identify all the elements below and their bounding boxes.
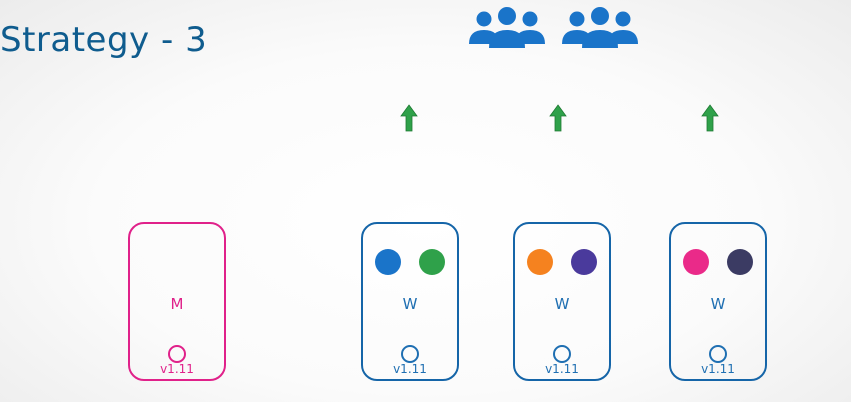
worker-node-version: v1.11 (701, 362, 735, 376)
pod-icon (571, 249, 597, 275)
pod-icon (683, 249, 709, 275)
pod-icon (375, 249, 401, 275)
worker-node-version: v1.11 (545, 362, 579, 376)
master-node: M v1.11 (128, 222, 226, 381)
worker-node-2: W v1.11 (513, 222, 611, 381)
pod-icon (419, 249, 445, 275)
pod-icon (727, 249, 753, 275)
kubelet-icon (168, 345, 186, 363)
up-arrow-icon (400, 104, 418, 132)
worker-node-label: W (402, 295, 418, 313)
page-title: Strategy - 3 (0, 20, 208, 60)
worker-node-3: W v1.11 (669, 222, 767, 381)
users-group-icon (469, 7, 638, 48)
worker-node-version: v1.11 (393, 362, 427, 376)
up-arrow-icon (701, 104, 719, 132)
pod-icon (527, 249, 553, 275)
kubelet-icon (553, 345, 571, 363)
up-arrow-icon (549, 104, 567, 132)
master-node-version: v1.11 (160, 362, 194, 376)
worker-node-1: W v1.11 (361, 222, 459, 381)
master-node-label: M (170, 295, 184, 313)
worker-node-label: W (710, 295, 726, 313)
kubelet-icon (401, 345, 419, 363)
worker-node-label: W (554, 295, 570, 313)
kubelet-icon (709, 345, 727, 363)
